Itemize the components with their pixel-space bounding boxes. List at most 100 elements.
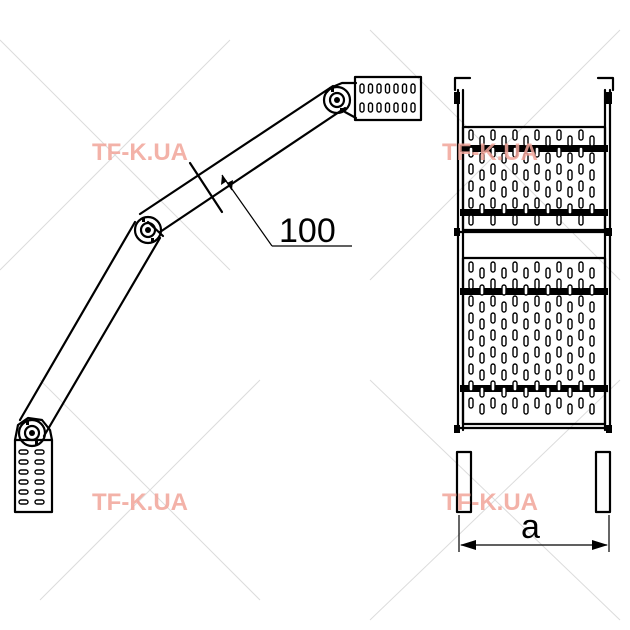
tray-perforation — [545, 203, 551, 215]
watermarks: TF-K.UA TF-K.UA TF-K.UA TF-K.UA — [92, 139, 538, 516]
tray-perforation — [545, 301, 551, 313]
tray-perforation — [501, 403, 507, 415]
tray-perforation — [589, 203, 595, 215]
tray-perforation — [567, 169, 573, 181]
dimension-label-a: a — [521, 508, 540, 546]
tray-perforation — [512, 397, 518, 409]
plate-slot — [401, 102, 408, 113]
tray-perforation — [534, 214, 540, 226]
tray-perforation — [479, 284, 485, 296]
tray-perforation — [523, 284, 529, 296]
tray-perforation — [490, 180, 496, 192]
tray-perforation — [545, 386, 551, 398]
plate-slot — [410, 83, 416, 94]
tray-perforation — [556, 163, 562, 175]
pivot-joint-middle — [133, 215, 163, 245]
tray-perforation — [578, 261, 584, 273]
plate-slot — [376, 83, 382, 94]
tray-perforation — [567, 135, 573, 147]
tray-perforation — [479, 369, 485, 381]
tray-perforation — [512, 329, 518, 341]
tray-perforation — [534, 312, 540, 324]
upper-arm — [138, 81, 358, 234]
tray-perforation — [578, 397, 584, 409]
tray-perforation — [545, 135, 551, 147]
tray-perforation — [479, 152, 485, 164]
plate-slot — [18, 479, 29, 485]
tray-perforation — [589, 318, 595, 330]
tray-perforation — [468, 146, 474, 158]
tray-perforation — [523, 169, 529, 181]
tray-perforation — [512, 312, 518, 324]
tray-perforation — [545, 352, 551, 364]
tray-perforation — [501, 318, 507, 330]
tray-perforation — [567, 267, 573, 279]
tray-perforation — [523, 369, 529, 381]
plate-slot — [401, 83, 408, 94]
tray-perforation — [512, 261, 518, 273]
tray-perforation — [512, 129, 518, 141]
tray-perforation — [512, 380, 518, 392]
plate-slot — [367, 83, 374, 94]
tray-perforation — [490, 214, 496, 226]
tray-perforation — [479, 301, 485, 313]
tray-perforation — [512, 197, 518, 209]
tray-perforation — [490, 146, 496, 158]
tray-perforation — [589, 152, 595, 164]
tray-perforation — [501, 352, 507, 364]
tray-perforation — [468, 346, 474, 358]
tray-perforation — [567, 152, 573, 164]
tray-perforation — [556, 380, 562, 392]
tray-perforation — [501, 169, 507, 181]
tray-perforation — [556, 346, 562, 358]
tray-perforation — [490, 380, 496, 392]
tray-perforation — [468, 295, 474, 307]
tray-perforation — [490, 329, 496, 341]
tray-perforation — [490, 295, 496, 307]
plate-slot — [34, 499, 45, 505]
tray-perforation — [479, 186, 485, 198]
tray-perforation — [501, 203, 507, 215]
tray-perforation — [589, 369, 595, 381]
tray-perforation — [589, 352, 595, 364]
tray-perforation — [534, 397, 540, 409]
tray-perforation — [578, 214, 584, 226]
tray-perforation — [512, 146, 518, 158]
tray-perforation — [545, 284, 551, 296]
tray-perforation — [501, 369, 507, 381]
tray-perforation — [523, 403, 529, 415]
tray-perforation — [523, 335, 529, 347]
plate-slot — [18, 489, 29, 495]
plate-slot — [384, 102, 391, 113]
watermark-text: TF-K.UA — [442, 139, 538, 166]
plate-slot — [34, 479, 45, 485]
watermark-text: TF-K.UA — [442, 489, 538, 516]
tray-perforation — [523, 352, 529, 364]
tray-perforation — [490, 312, 496, 324]
tray-perforation — [479, 335, 485, 347]
tray-perforation — [501, 386, 507, 398]
tray-perforation — [556, 129, 562, 141]
tray-perforation — [501, 267, 507, 279]
tray-perforation — [490, 397, 496, 409]
tray-perforation — [578, 180, 584, 192]
tray-perforation — [512, 346, 518, 358]
tray-perforation — [468, 163, 474, 175]
tray-perforation — [545, 186, 551, 198]
tray-perforation — [523, 267, 529, 279]
tray-perforation — [512, 278, 518, 290]
tray-perforation — [534, 180, 540, 192]
tray-perforation — [567, 318, 573, 330]
tray-perforation — [490, 261, 496, 273]
tray-perforation — [589, 301, 595, 313]
plate-slot — [18, 469, 29, 475]
tray-perforation — [567, 386, 573, 398]
tray-perforation — [556, 329, 562, 341]
tray-perforation — [501, 335, 507, 347]
tray-perforation — [523, 318, 529, 330]
tray-perforation — [578, 312, 584, 324]
tray-perforation — [512, 180, 518, 192]
tray-perforation — [468, 180, 474, 192]
tray-perforation — [545, 403, 551, 415]
tray-perforation — [534, 129, 540, 141]
